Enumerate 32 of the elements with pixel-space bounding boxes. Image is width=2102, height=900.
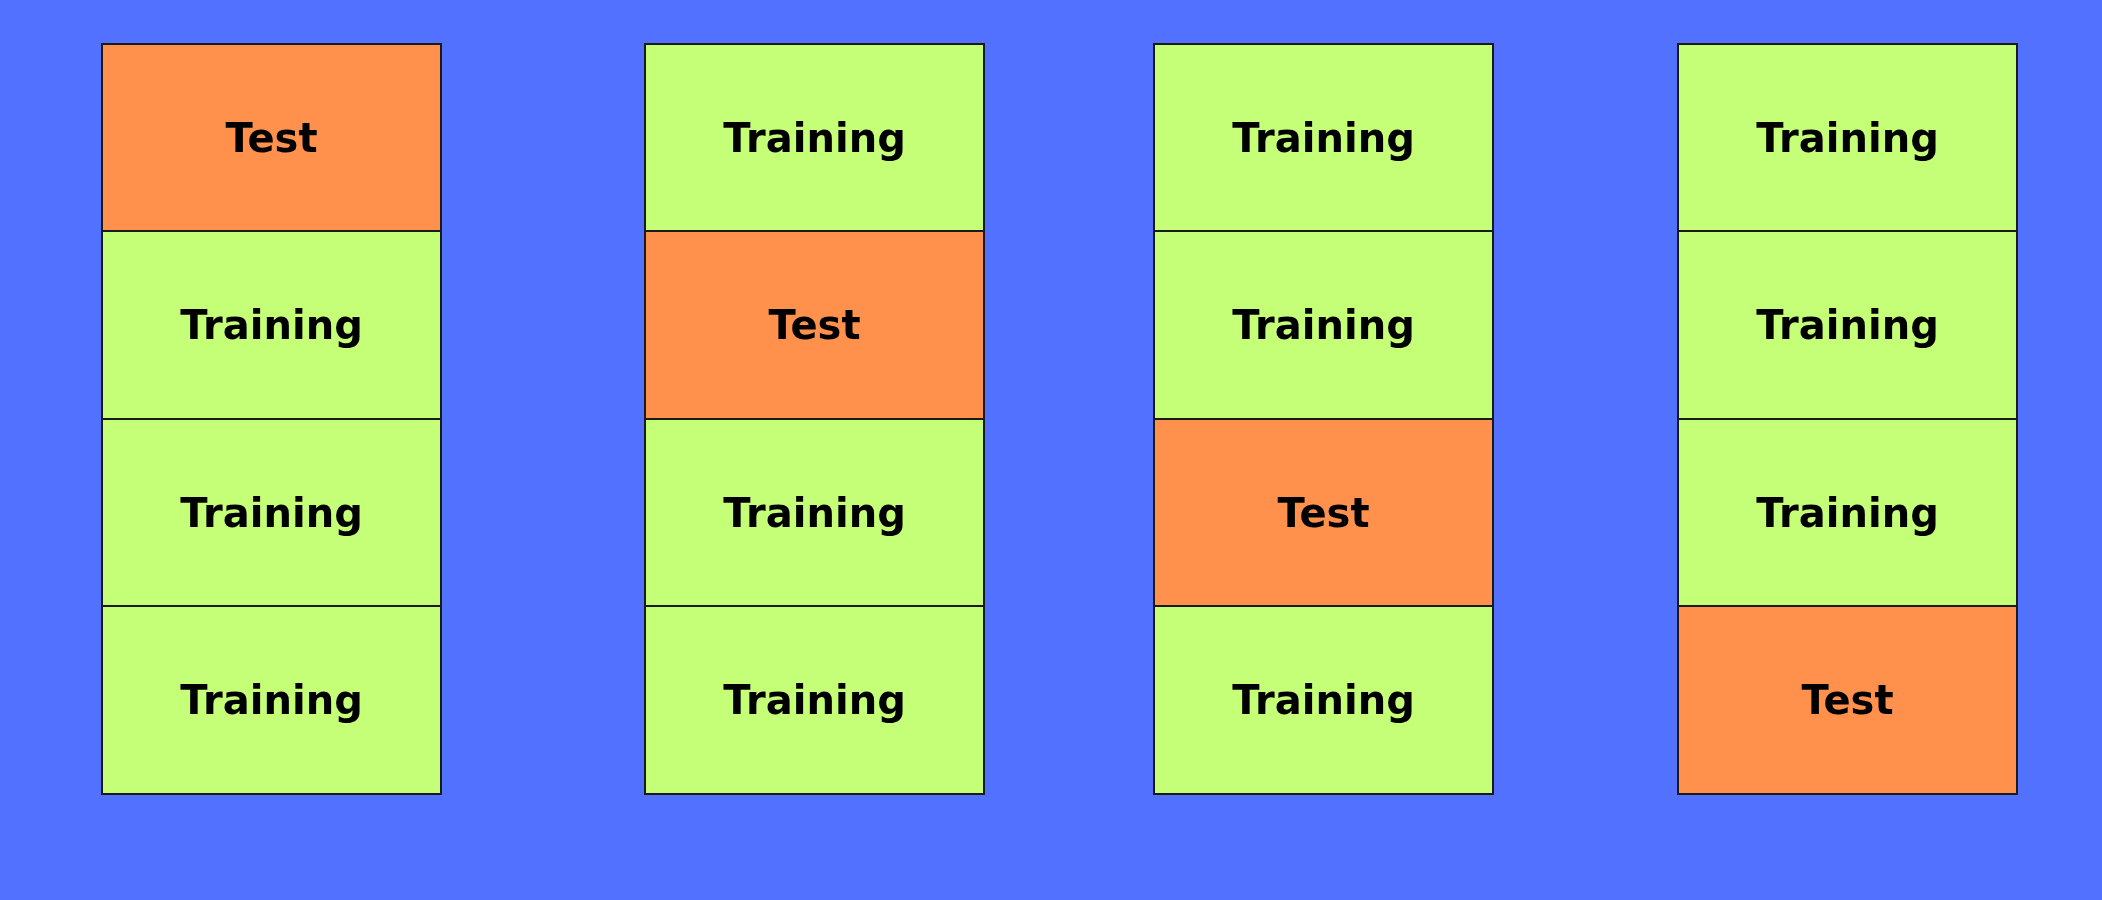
fold-block [644, 418, 985, 607]
block-label: Training [180, 677, 363, 723]
block-label: Training [723, 677, 906, 723]
fold-block [644, 605, 985, 795]
block-label: Training [723, 114, 906, 161]
block-label: Training [1232, 677, 1415, 723]
block-label: Training [1232, 302, 1415, 348]
fold-block [101, 230, 442, 420]
block-label: Training [180, 489, 363, 536]
block-label: Test [225, 114, 318, 161]
fold-block [644, 230, 985, 420]
fold-block [101, 605, 442, 795]
fold-block [644, 43, 985, 232]
block-label: Training [1756, 114, 1939, 161]
fold-block [1677, 43, 2018, 232]
fold-block [1153, 43, 1494, 232]
block-label: Training [180, 302, 363, 348]
fold-block [1153, 418, 1494, 607]
block-label: Test [1277, 489, 1370, 536]
block-label: Training [723, 489, 906, 536]
block-label: Training [1756, 489, 1939, 536]
fold-block [1153, 230, 1494, 420]
fold-block [1677, 418, 2018, 607]
fold-block [1677, 230, 2018, 420]
fold-block [1677, 605, 2018, 795]
block-label: Training [1232, 114, 1415, 161]
fold-block [1153, 605, 1494, 795]
fold-block [101, 418, 442, 607]
fold-block [101, 43, 442, 232]
block-label: Training [1756, 302, 1939, 348]
block-label: Test [768, 302, 861, 348]
block-label: Test [1801, 677, 1894, 723]
